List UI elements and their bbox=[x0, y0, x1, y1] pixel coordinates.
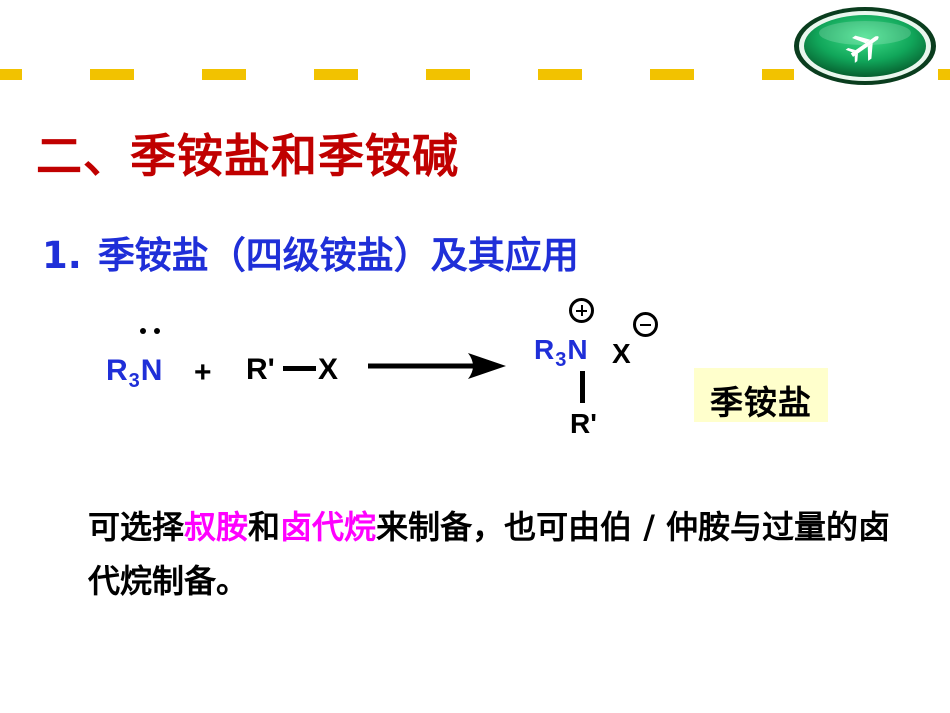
airplane-icon bbox=[845, 35, 879, 63]
body-paragraph: 可选择叔胺和卤代烷来制备，也可由伯 / 仲胺与过量的卤代烷制备。 bbox=[88, 500, 908, 608]
product-name-label: 季铵盐 bbox=[694, 368, 828, 422]
page-title: 二、季铵盐和季铵碱 bbox=[36, 129, 459, 183]
body-text-1: 可选择 bbox=[88, 508, 185, 546]
product-ammonium: R3N bbox=[534, 334, 588, 371]
product-counterion-x: X bbox=[612, 338, 631, 369]
dashed-divider bbox=[0, 69, 950, 81]
body-text-3: 来制备，也可由伯 / 仲胺与过量的卤代烷制备。 bbox=[88, 508, 891, 600]
nav-airplane-button[interactable] bbox=[792, 5, 938, 87]
section-heading: 1. 季铵盐（四级铵盐）及其应用 bbox=[42, 225, 579, 279]
n-r-bond bbox=[580, 371, 585, 403]
positive-charge bbox=[569, 298, 594, 323]
product-r-prime: R' bbox=[570, 408, 597, 439]
plus-sign: + bbox=[194, 356, 212, 389]
reaction-arrow bbox=[368, 353, 506, 379]
negative-charge bbox=[633, 312, 658, 337]
reactant-amine: R3N bbox=[106, 354, 163, 392]
highlight-alkyl-halide: 卤代烷 bbox=[280, 508, 377, 546]
highlight-tertiary-amine: 叔胺 bbox=[184, 508, 249, 546]
single-bond bbox=[283, 366, 316, 371]
alkyl-halide-x: X bbox=[318, 353, 339, 386]
section-number: 1. bbox=[42, 234, 82, 277]
alkyl-r-prime: R' bbox=[246, 353, 275, 386]
body-text-2: 和 bbox=[248, 508, 281, 546]
section-heading-text: 季铵盐（四级铵盐）及其应用 bbox=[97, 234, 579, 277]
